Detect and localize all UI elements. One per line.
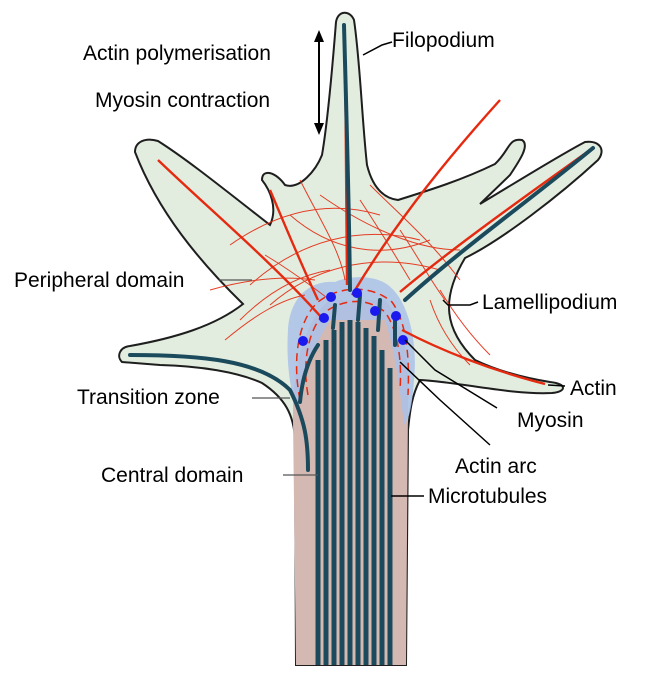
label-central-domain: Central domain [101, 464, 243, 487]
label-filopodium: Filopodium [392, 29, 495, 52]
label-myosin: Myosin [517, 409, 584, 432]
label-peripheral-domain: Peripheral domain [14, 269, 184, 292]
label-actin-arc: Actin arc [455, 455, 537, 478]
myosin-dot [370, 306, 380, 316]
polymerisation-contraction-arrow [314, 30, 324, 135]
myosin-dot [319, 313, 329, 323]
myosin-dot [398, 335, 408, 345]
myosin-dot [352, 288, 362, 298]
label-lamellipodium: Lamellipodium [482, 291, 617, 314]
myosin-dot [326, 292, 336, 302]
myosin-dot [391, 311, 401, 321]
myosin-dot [298, 336, 308, 346]
label-transition-zone: Transition zone [77, 386, 220, 409]
label-actin-polymerisation: Actin polymerisation [83, 42, 271, 65]
label-myosin-contraction: Myosin contraction [95, 89, 270, 112]
label-microtubules: Microtubules [428, 485, 547, 508]
label-actin: Actin [570, 377, 617, 400]
